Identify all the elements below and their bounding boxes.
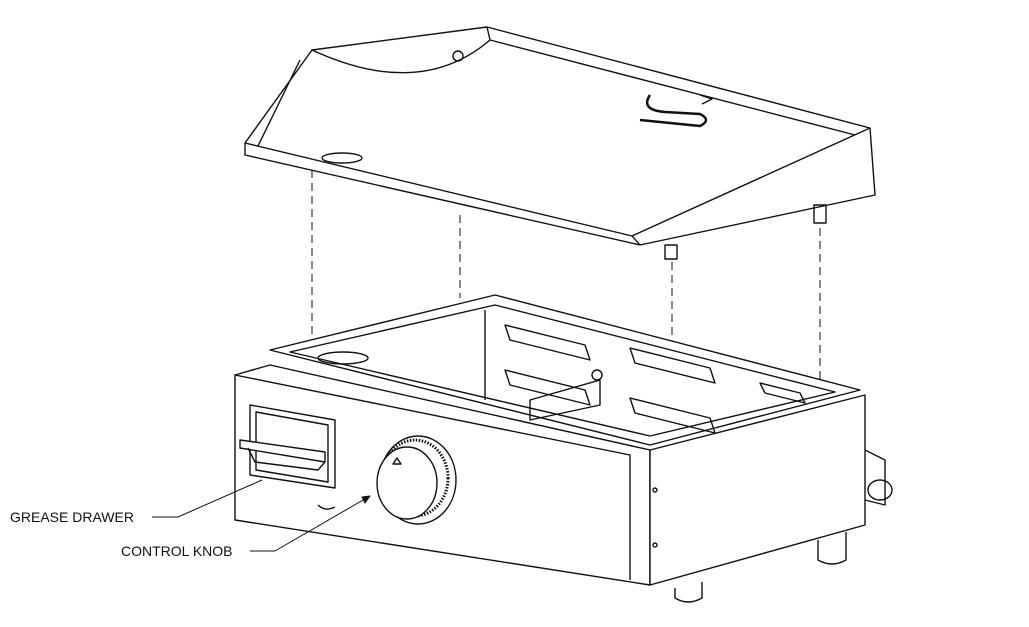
control-knob-label: CONTROL KNOB xyxy=(121,543,233,559)
grease-drawer-label: GREASE DRAWER xyxy=(10,509,134,525)
grease-drawer xyxy=(239,404,336,489)
control-knob xyxy=(376,435,457,525)
base-frame xyxy=(269,294,861,446)
logo-mark xyxy=(639,94,713,128)
leader-lines xyxy=(152,479,371,552)
base-legs xyxy=(317,504,847,603)
griddle-plate xyxy=(244,26,876,246)
plate-feet xyxy=(664,204,827,260)
